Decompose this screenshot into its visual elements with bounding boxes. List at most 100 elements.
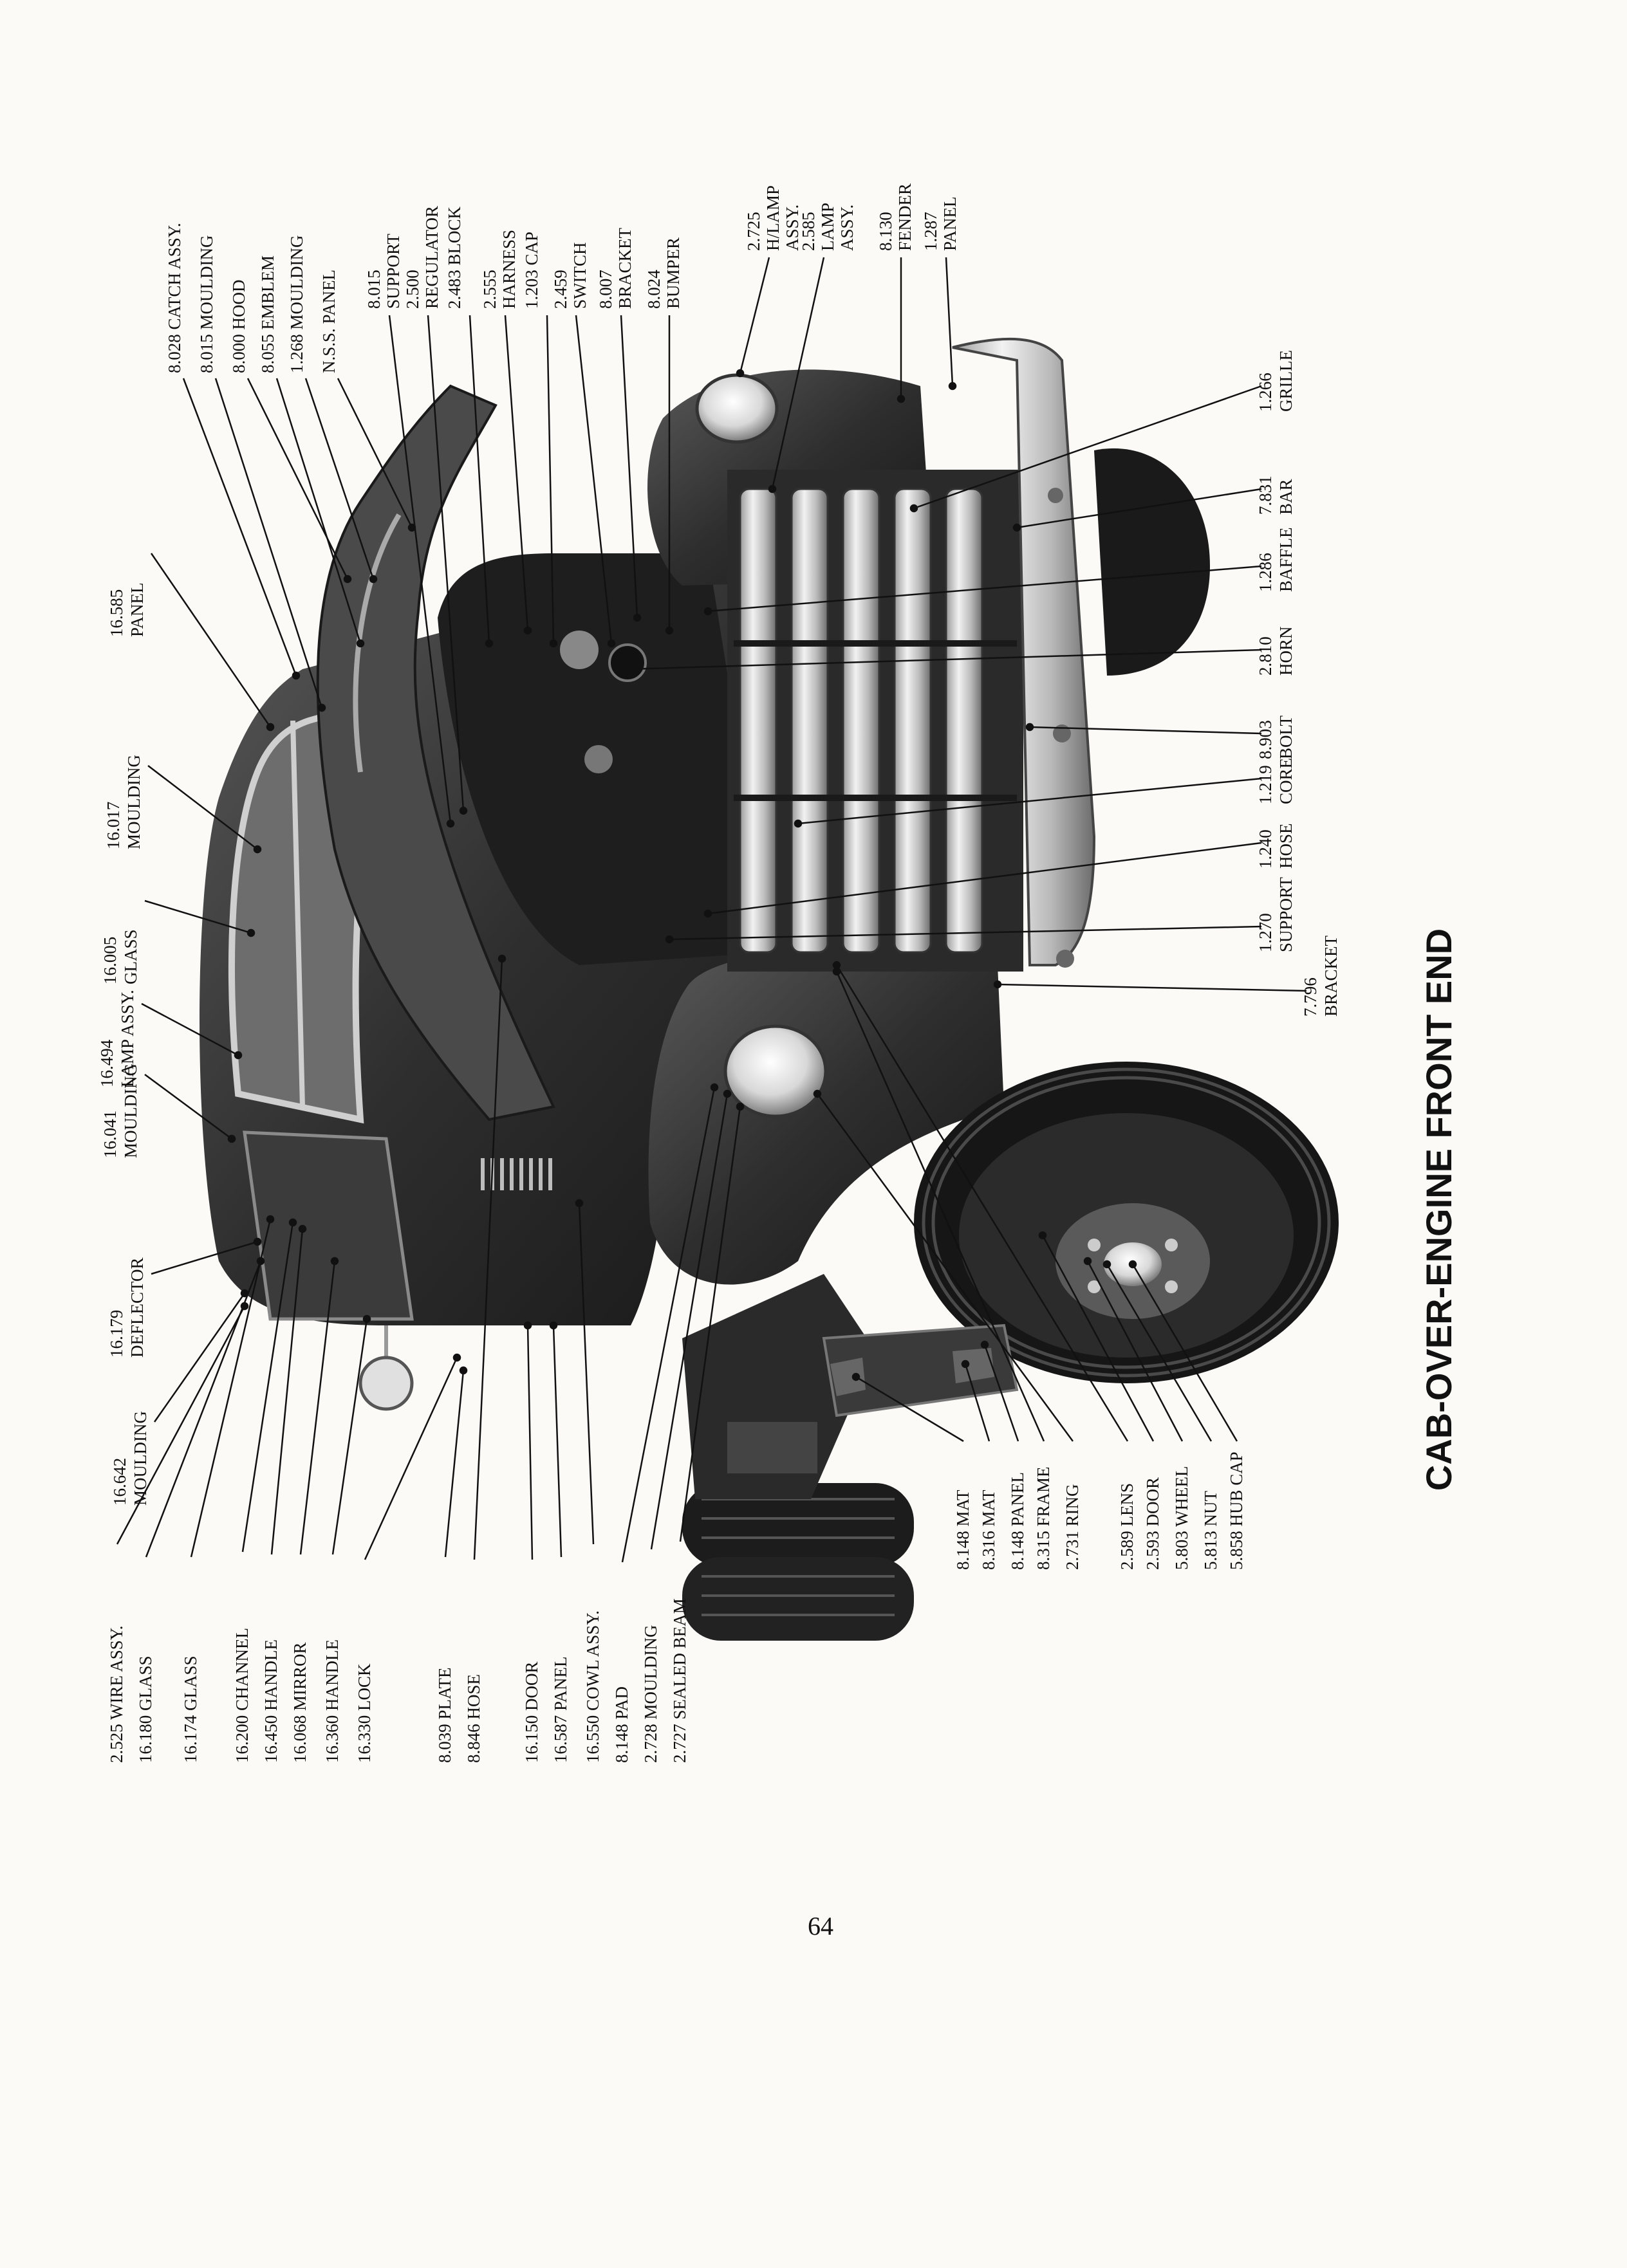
- leader-right-0-tip: [909, 504, 918, 513]
- headlamp-right: [695, 373, 779, 444]
- label-left-11: 16.587 PANEL: [551, 1656, 570, 1763]
- leader-right-2-tip: [703, 607, 712, 616]
- label-mid-name-3: LAMP ASSY.: [118, 990, 137, 1087]
- leader-lines: [116, 257, 1307, 1563]
- label-mid-name-5: MOULDING: [124, 755, 144, 849]
- label-top-stack-0: 8.028 CATCH ASSY.: [165, 223, 184, 373]
- leader-mid-4-tip: [246, 928, 256, 937]
- leader-left-9-tip: [497, 954, 507, 963]
- label-top-mid-name-3: HARNESS: [499, 230, 519, 309]
- label-bottom-right-5: 2.589 LENS: [1117, 1483, 1137, 1570]
- label-top-mid-num-5: 2.459: [551, 270, 570, 309]
- leader-left-10: [526, 1325, 534, 1560]
- leader-left-11-tip: [549, 1321, 558, 1330]
- horn: [608, 643, 647, 682]
- leader-top-mid-0: [388, 315, 452, 824]
- leader-mid-6: [150, 553, 272, 728]
- leader-right-8: [997, 983, 1307, 992]
- floor-panel: [822, 1323, 1019, 1417]
- leader-left-3-tip: [288, 1218, 297, 1227]
- leader-top-mid-6-tip: [633, 613, 642, 622]
- label-bottom-right-8: 5.813 NUT: [1201, 1491, 1220, 1570]
- label-mid-name-1: DEFLECTOR: [127, 1257, 147, 1358]
- label-mid-name-6: PANEL: [127, 582, 147, 637]
- label-left-5: 16.068 MIRROR: [290, 1642, 310, 1763]
- leader-bottom-right-3: [835, 971, 1045, 1442]
- label-right-num-4: 8.903: [1256, 720, 1275, 759]
- leader-top-stack-2: [246, 378, 349, 580]
- label-top-mid-num-0: 8.015: [364, 270, 384, 309]
- leader-bottom-right-2: [983, 1344, 1019, 1442]
- leader-top-mid-6: [620, 315, 638, 618]
- leader-top-stack-3: [275, 378, 362, 644]
- leader-right-0: [913, 385, 1262, 510]
- door-panel: [243, 1130, 414, 1321]
- label-right-name-8: BRACKET: [1321, 935, 1341, 1017]
- label-top-mid-name-1: REGULATOR: [422, 206, 442, 309]
- label-right-name-3: HORN: [1276, 626, 1296, 676]
- leader-mid-3: [141, 1002, 239, 1056]
- label-top-mid-name-0: SUPPORT: [384, 234, 403, 309]
- leader-bottom-right-5: [835, 964, 1129, 1442]
- leader-bottom-right-1: [964, 1363, 990, 1442]
- leader-top-stack-4-tip: [369, 575, 378, 584]
- leader-left-5-tip: [330, 1257, 339, 1266]
- leader-bottom-right-8-tip: [1102, 1260, 1111, 1269]
- leader-bottom-right-9: [1131, 1264, 1238, 1442]
- leader-right-1-tip: [1012, 523, 1021, 532]
- label-top-right-name-1: LAMP: [818, 203, 837, 251]
- label-mid-name-0: MOULDING: [131, 1411, 150, 1506]
- label-mid-num-2: 16.041: [100, 1111, 120, 1158]
- label-top-mid-num-1: 2.500: [403, 270, 422, 309]
- front-wheel-left: [914, 1062, 1339, 1383]
- truck-illustration: [200, 337, 1339, 1641]
- leader-bottom-right-4: [816, 1093, 1074, 1442]
- headlamp-left: [723, 1024, 828, 1118]
- leader-mid-0: [153, 1293, 246, 1423]
- leader-bottom-right-9-tip: [1128, 1260, 1137, 1269]
- leader-left-12-tip: [575, 1199, 584, 1208]
- leader-top-right-3-tip: [948, 382, 957, 391]
- leader-bottom-right-0: [855, 1376, 964, 1443]
- label-top-right-name-2: FENDER: [895, 183, 915, 251]
- label-left-7: 16.330 LOCK: [355, 1663, 374, 1763]
- label-top-mid-name-7: BUMPER: [664, 237, 683, 309]
- leader-top-mid-0-tip: [446, 819, 455, 828]
- leader-left-5: [299, 1260, 336, 1555]
- label-top-right-name-0: H/LAMP: [763, 185, 783, 251]
- leader-top-stack-1-tip: [317, 703, 326, 712]
- leader-right-8-tip: [993, 980, 1002, 989]
- label-right-name-2: BAFFLE: [1276, 527, 1296, 592]
- leader-top-mid-3-tip: [523, 626, 532, 635]
- leader-left-7: [364, 1357, 458, 1560]
- label-right-num-8: 7.796: [1301, 977, 1320, 1017]
- leader-left-1: [145, 1260, 262, 1558]
- rear-dual-wheels: [682, 1483, 914, 1641]
- label-top-mid-num-3: 2.555: [480, 270, 499, 309]
- leader-mid-1-tip: [253, 1237, 262, 1246]
- leader-mid-5: [147, 765, 258, 850]
- leader-right-7: [669, 925, 1262, 941]
- label-top-stack-5: N.S.S. PANEL: [319, 270, 339, 373]
- label-bottom-right-9: 5.858 HUB CAP: [1227, 1452, 1246, 1570]
- leader-bottom-right-2-tip: [980, 1340, 989, 1349]
- leader-top-stack-1: [214, 378, 323, 708]
- leader-top-right-0-tip: [736, 369, 745, 378]
- label-mid-num-4: 16.005: [100, 937, 120, 984]
- label-left-6: 16.360 HANDLE: [322, 1639, 342, 1763]
- label-left-0: 2.525 WIRE ASSY.: [107, 1625, 126, 1763]
- page-number: 64: [808, 1912, 833, 1941]
- label-bottom-right-3: 8.315 FRAME: [1034, 1466, 1053, 1570]
- leader-mid-1: [151, 1240, 258, 1275]
- label-right-num-5: 1.219: [1256, 765, 1275, 804]
- label-bottom-right-7: 5.803 WHEEL: [1172, 1466, 1191, 1570]
- leader-left-2-tip: [266, 1215, 275, 1224]
- leader-right-6-tip: [703, 909, 712, 918]
- label-right-name-5: CORE: [1276, 758, 1296, 804]
- label-top-right-name-3: PANEL: [940, 196, 960, 251]
- front-fender-left: [648, 950, 1004, 1285]
- label-top-stack-3: 8.055 EMBLEM: [258, 255, 277, 373]
- leader-mid-5-tip: [253, 845, 262, 854]
